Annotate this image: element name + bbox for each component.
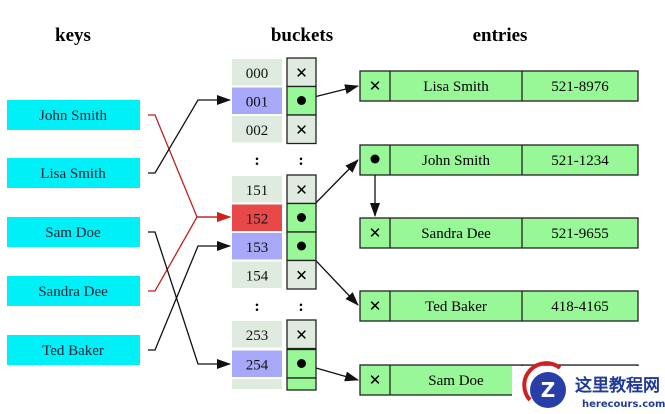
key-box — [7, 276, 140, 306]
key-lisa-smith: Lisa Smith — [7, 158, 140, 188]
bucket-index: 153 — [246, 240, 269, 256]
bucket-index-cell — [232, 116, 282, 143]
watermark-title: 这里教程网 — [575, 375, 660, 396]
entry-john-smith: John Smith 521-1234 — [359, 144, 639, 176]
entry-box — [359, 217, 639, 249]
bucket-000: 000 ✕ — [232, 57, 317, 88]
key-sandra-dee: Sandra Dee — [7, 276, 140, 306]
heading-buckets: buckets — [271, 25, 333, 46]
entry-lisa-smith: ✕ Lisa Smith 521-8976 — [359, 70, 639, 102]
ellipsis: : — [298, 152, 303, 169]
bucket-index: 000 — [246, 66, 269, 82]
key-box — [7, 100, 140, 130]
bucket-index-cell — [232, 350, 282, 377]
svg-text:Z: Z — [541, 378, 556, 402]
key-ted-baker: Ted Baker — [7, 335, 140, 365]
entry-phone: 521-1234 — [551, 153, 609, 169]
bucket-index-cell — [232, 59, 282, 86]
entry-name: Sam Doe — [428, 373, 484, 389]
bucket-153: 153 — [232, 231, 317, 262]
null-icon: ✕ — [295, 183, 308, 199]
bucket-index: 002 — [246, 123, 269, 139]
null-icon: ✕ — [295, 123, 308, 139]
null-icon: ✕ — [369, 226, 382, 242]
bucket-partial — [232, 379, 282, 389]
bucket-151: 151 ✕ — [232, 174, 317, 205]
key-john-smith: John Smith — [7, 100, 140, 130]
key-box — [7, 335, 140, 365]
bucket-partial-pointer — [286, 377, 317, 391]
null-icon: ✕ — [369, 79, 382, 95]
key-label: Ted Baker — [42, 343, 104, 359]
entry-sandra-dee: ✕ Sandra Dee 521-9655 — [359, 217, 639, 249]
pointer-dot-icon — [370, 154, 380, 164]
entry-box — [359, 290, 639, 322]
key-box — [7, 217, 140, 247]
bucket-index: 254 — [246, 358, 269, 374]
ellipsis: : — [254, 298, 259, 315]
bucket-254: 254 — [232, 348, 317, 379]
bucket-index-cell — [232, 204, 282, 231]
key-box — [7, 158, 140, 188]
bucket-pointer-cell — [286, 114, 317, 145]
bucket-index: 154 — [246, 269, 269, 285]
key-label: Sam Doe — [45, 225, 101, 241]
null-icon: ✕ — [369, 373, 382, 389]
watermark-site: herecours.com — [582, 399, 665, 410]
entry-phone: 521-8976 — [551, 79, 609, 95]
null-icon: ✕ — [295, 269, 308, 285]
key-sam-doe: Sam Doe — [7, 217, 140, 247]
hash-arrow-lisa-smith — [148, 95, 231, 174]
heading-entries: entries — [473, 25, 528, 46]
bucket-001: 001 — [232, 85, 317, 116]
ellipsis: : — [254, 152, 259, 169]
entry-ted-baker: ✕ Ted Baker 418-4165 — [359, 290, 639, 322]
pointer-dot-icon — [297, 241, 306, 251]
bucket-index-cell — [232, 87, 282, 114]
bucket-002: 002 ✕ — [232, 114, 317, 145]
entry-name: John Smith — [422, 153, 490, 169]
entry-name: Sandra Dee — [421, 226, 491, 242]
bucket-index-cell — [232, 261, 282, 288]
null-icon: ✕ — [295, 66, 308, 82]
bucket-index: 253 — [246, 328, 269, 344]
hash-arrow-ted-baker — [148, 241, 231, 351]
pointer-dot-icon — [297, 213, 306, 222]
bucket-152: 152 — [232, 202, 317, 233]
key-label: Sandra Dee — [38, 284, 108, 300]
key-label: Lisa Smith — [40, 166, 106, 182]
bucket-pointer-cell — [286, 319, 317, 350]
pointer-dot-icon — [297, 359, 306, 368]
bucket-index: 152 — [246, 212, 269, 228]
bucket-pointer-cell — [286, 174, 317, 205]
bucket-pointer-cell — [286, 57, 317, 88]
ellipsis: : — [298, 298, 303, 315]
bucket-253: 253 ✕ — [232, 319, 317, 350]
entry-box — [359, 144, 639, 176]
entry-name: Ted Baker — [425, 299, 487, 315]
hash-arrow-sam-doe — [148, 231, 231, 369]
null-icon: ✕ — [295, 328, 308, 344]
hash-arrow-sandra-dee — [148, 212, 231, 292]
pointer-dot-icon — [297, 96, 306, 105]
hash-arrow-john-smith — [148, 114, 231, 222]
entry-phone: 418-4165 — [551, 299, 609, 315]
bucket-index-cell — [232, 176, 282, 203]
entry-box — [359, 70, 639, 102]
null-icon: ✕ — [369, 299, 382, 315]
bucket-index: 151 — [246, 183, 269, 199]
bucket-index-cell — [232, 233, 282, 260]
entry-name: Lisa Smith — [423, 79, 489, 95]
bucket-index: 001 — [246, 95, 269, 111]
watermark-logo: Z 这里教程网 herecours.com — [512, 361, 665, 414]
key-label: John Smith — [39, 108, 107, 124]
entry-phone: 521-9655 — [551, 226, 609, 242]
bucket-154: 154 ✕ — [232, 259, 317, 290]
bucket-index-cell — [232, 321, 282, 348]
bucket-pointer-cell — [286, 259, 317, 290]
heading-keys: keys — [55, 25, 91, 46]
